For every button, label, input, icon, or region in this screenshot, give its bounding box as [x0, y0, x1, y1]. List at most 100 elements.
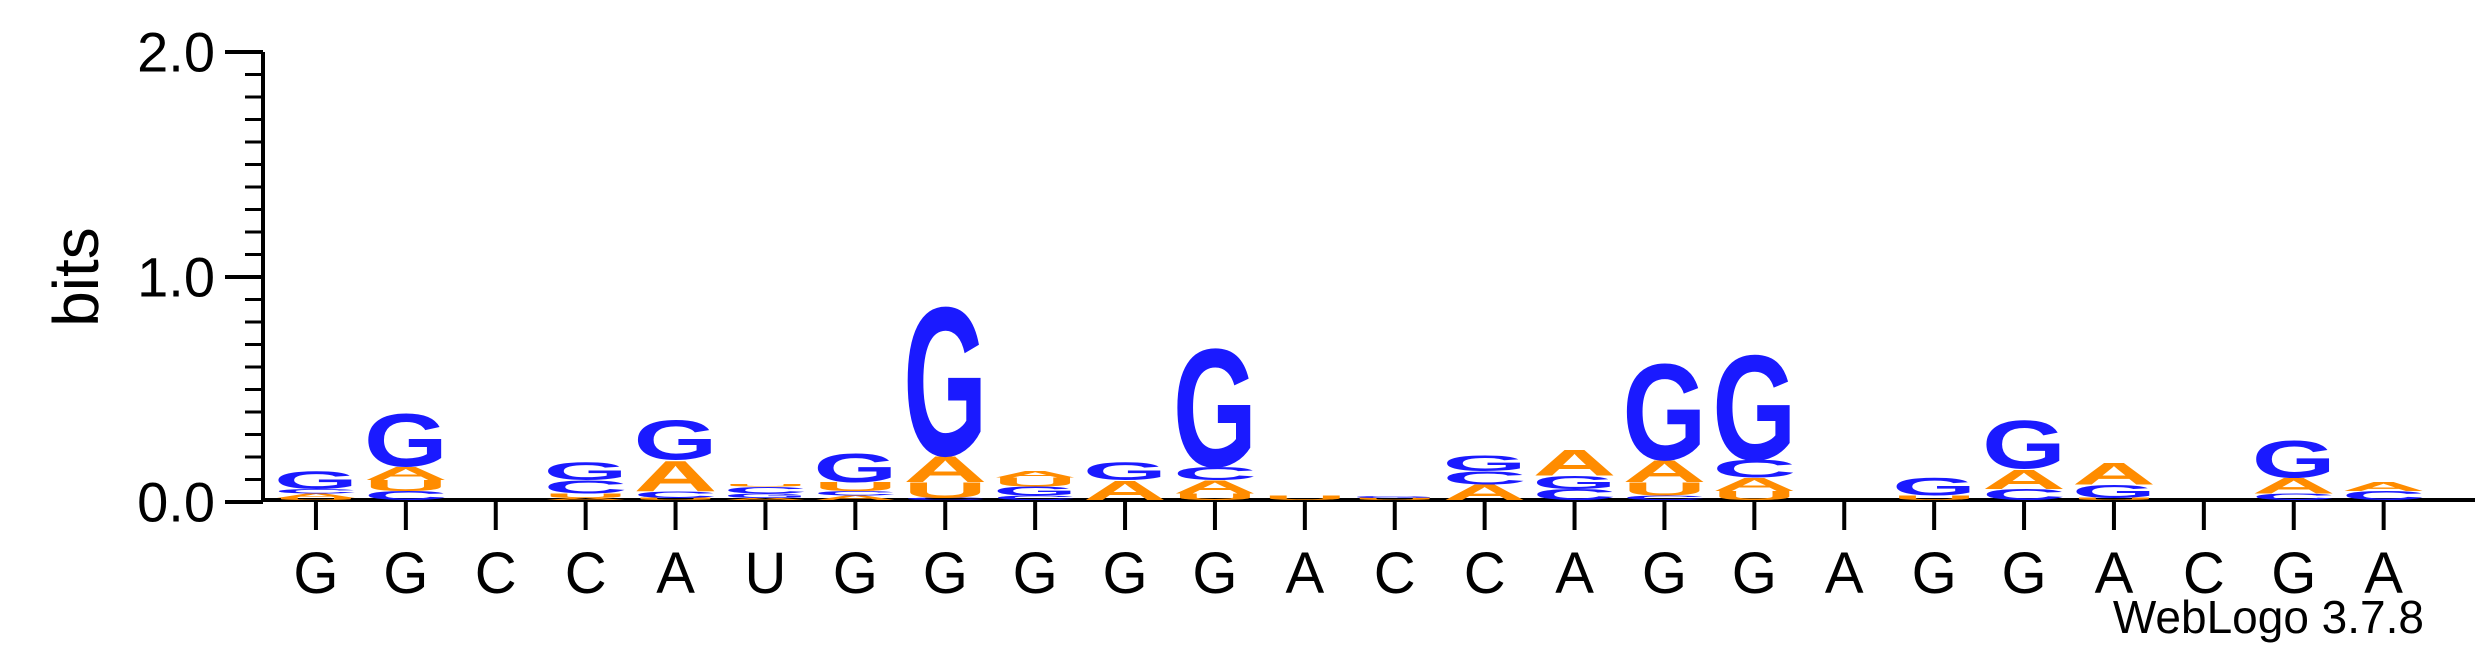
x-position-label: A [1286, 541, 1325, 606]
logo-letter-u: U [364, 477, 448, 495]
logo-letter-c: C [993, 494, 1077, 501]
logo-letter-a: A [903, 449, 987, 491]
logo-letter-u: U [1173, 492, 1257, 502]
x-position-label: A [1555, 541, 1594, 606]
logo-letter-g: G [1443, 451, 1527, 476]
logo-letter-a: A [813, 494, 897, 501]
logo-letter-a: A [2342, 480, 2426, 494]
logo-letter-u: U [544, 492, 628, 499]
logo-letter-g: G [634, 409, 718, 472]
x-position-label: G [1192, 541, 1237, 606]
x-position-label: C [475, 541, 517, 606]
logo-letter-g: G [1173, 315, 1257, 503]
x-position-label: G [923, 541, 968, 606]
logo-letter-u: U [1622, 479, 1706, 500]
x-position-label: G [1102, 541, 1147, 606]
logo-letter-g: G [1083, 457, 1167, 485]
logo-letter-a: A [993, 469, 1077, 479]
logo-letter-a: A [1443, 480, 1527, 505]
logo-letter-g: G [1712, 324, 1796, 492]
logo-letter-g: G [903, 262, 987, 500]
logo-letter-c: C [1173, 463, 1257, 484]
logo-letter-a: A [1622, 454, 1706, 489]
logo-letter-a: A [2252, 473, 2336, 498]
y-axis: 2.0 1.0 0.0 bits [40, 21, 265, 534]
x-position-label: G [2001, 541, 2046, 606]
x-position-label: A [2095, 541, 2134, 606]
logo-letter-g: G [2252, 430, 2336, 489]
logo-letter-u: U [723, 484, 807, 487]
x-position-label: A [1825, 541, 1864, 606]
logo-letter-a: A [364, 463, 448, 484]
logo-letter-a: A [1982, 463, 2066, 495]
logo-letter-a: A [274, 492, 358, 499]
x-position-label: G [1013, 541, 1058, 606]
x-position-label: C [1464, 541, 1506, 606]
logo-letter-g: G [1622, 336, 1706, 489]
x-position-label: G [2271, 541, 2316, 606]
x-position-label: A [2364, 541, 2403, 606]
logo-letter-c: C [2342, 489, 2426, 503]
x-position-label: G [1732, 541, 1777, 606]
logo-letter-c: C [634, 489, 718, 499]
x-position-label: G [293, 541, 338, 606]
logo-letter-g: G [1533, 472, 1617, 493]
logo-letter-a: A [1083, 474, 1167, 506]
logo-letter-c: C [1712, 455, 1796, 483]
x-position-label: A [656, 541, 695, 606]
x-position-label: C [1374, 541, 1416, 606]
logo-letter-c: C [1443, 467, 1527, 488]
logo-letter-u: U [1353, 497, 1437, 500]
x-position-label: G [1642, 541, 1687, 606]
y-tick-label: 2.0 [137, 21, 215, 84]
logo-letter-g: G [1892, 473, 1976, 501]
y-axis-label: bits [40, 227, 112, 327]
logo-letter-c: C [274, 488, 358, 495]
logo-letter-a: A [1173, 476, 1257, 497]
logo-letter-g: G [813, 446, 897, 491]
logo-letter-u: U [903, 478, 987, 503]
logo-letter-c: C [364, 489, 448, 503]
logo-letter-a: A [634, 451, 718, 500]
x-position-label: U [745, 541, 787, 606]
logo-letter-u: U [2072, 497, 2156, 500]
logo-letter-c: C [2252, 492, 2336, 502]
logo-letter-u: U [274, 497, 358, 500]
logo-letter-a: A [723, 497, 807, 500]
logo-letter-c: C [1982, 486, 2066, 504]
logo-letter-a: A [1533, 442, 1617, 484]
x-position-label: G [383, 541, 428, 606]
logo-letter-g: G [274, 466, 358, 494]
logo-letter-u: U [1263, 494, 1347, 501]
logo-letter-g: G [723, 492, 807, 499]
logo-letter-c: C [1622, 494, 1706, 501]
logo-letter-g: G [544, 457, 628, 485]
logo-letter-g: G [993, 484, 1077, 498]
weblogo-version-footer: WebLogo 3.7.8 [2113, 591, 2424, 643]
logo-letter-u: U [813, 480, 897, 494]
logo-letter-a: A [2072, 456, 2156, 491]
logo-letter-c: C [544, 476, 628, 497]
logo-letter-g: G [2072, 481, 2156, 502]
logo-letter-u: U [634, 497, 718, 500]
logo-letter-a: A [544, 497, 628, 500]
logo-letter-c: C [903, 497, 987, 500]
logo-letter-u: U [1892, 494, 1976, 501]
x-position-label: C [2183, 541, 2225, 606]
y-tick-label: 1.0 [137, 246, 215, 309]
logo-letter-u: U [993, 475, 1077, 489]
logo-letter-u: U [1712, 489, 1796, 503]
logo-letter-a: A [1712, 474, 1796, 495]
logo-letter-c: C [813, 490, 897, 497]
y-tick-label: 0.0 [137, 471, 215, 534]
x-position-label: C [565, 541, 607, 606]
logo-letter-g: G [364, 398, 448, 482]
logo-letter-g: G [1982, 407, 2066, 484]
x-position-label: G [833, 541, 878, 606]
logo-letter-c: C [723, 485, 807, 495]
logo-letter-g: G [1353, 495, 1437, 498]
logo-letter-c: C [1533, 486, 1617, 504]
